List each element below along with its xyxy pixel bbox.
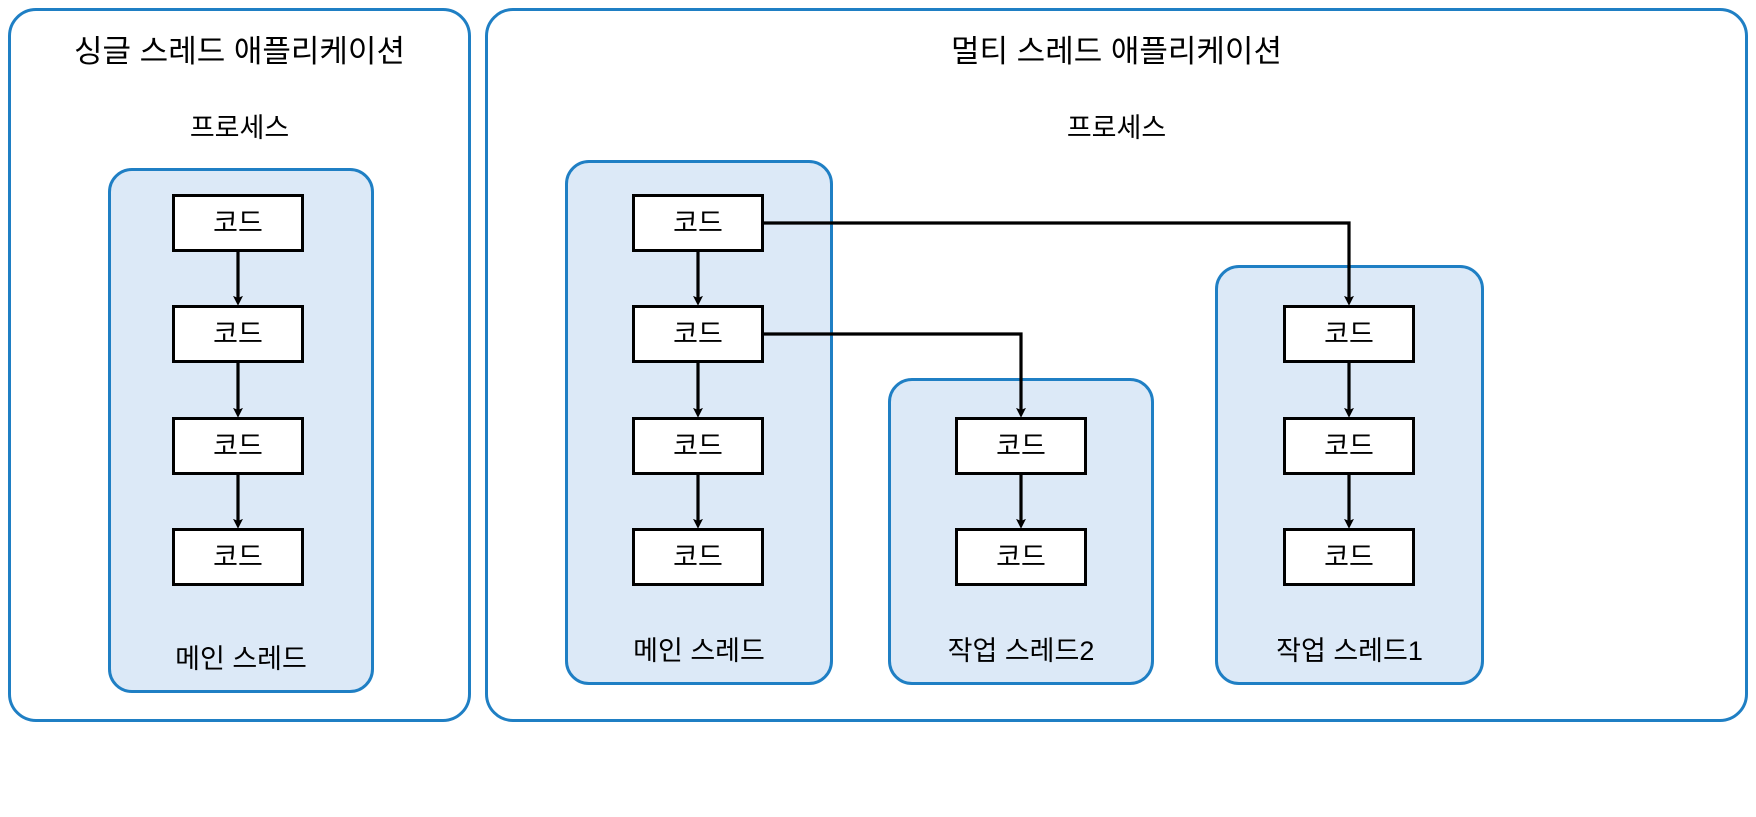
panel-single-thread-application: 싱글 스레드 애플리케이션 프로세스 메인 스레드 [8,8,471,722]
code-box-label: 코드 [213,541,263,572]
thread-label-single-main: 메인 스레드 [175,644,307,674]
code-box: 코드 [172,194,304,252]
code-box-label: 코드 [673,318,723,349]
code-box: 코드 [632,528,764,586]
thread-label-multi-worker2: 작업 스레드2 [947,636,1095,666]
code-box-label: 코드 [996,541,1046,572]
code-box: 코드 [955,528,1087,586]
code-box-label: 코드 [1324,430,1374,461]
code-box-label: 코드 [996,430,1046,461]
code-box-label: 코드 [673,207,723,238]
code-box-label: 코드 [213,318,263,349]
code-box: 코드 [172,417,304,475]
thread-label-multi-worker1: 작업 스레드1 [1276,636,1423,666]
panel-title-multi: 멀티 스레드 애플리케이션 [951,34,1282,69]
code-box: 코드 [1283,417,1415,475]
panel-title-single: 싱글 스레드 애플리케이션 [74,34,405,69]
code-box: 코드 [632,194,764,252]
panel-subtitle-multi-process: 프로세스 [1066,113,1167,143]
code-box-label: 코드 [1324,318,1374,349]
code-box-label: 코드 [213,430,263,461]
code-box: 코드 [955,417,1087,475]
code-box: 코드 [1283,305,1415,363]
code-box: 코드 [172,305,304,363]
thread-label-multi-main: 메인 스레드 [633,636,765,666]
code-box: 코드 [172,528,304,586]
code-box-label: 코드 [673,541,723,572]
code-box-label: 코드 [213,207,263,238]
code-box: 코드 [1283,528,1415,586]
panel-subtitle-single-process: 프로세스 [189,113,290,143]
code-box: 코드 [632,305,764,363]
code-box-label: 코드 [1324,541,1374,572]
code-box-label: 코드 [673,430,723,461]
code-box: 코드 [632,417,764,475]
